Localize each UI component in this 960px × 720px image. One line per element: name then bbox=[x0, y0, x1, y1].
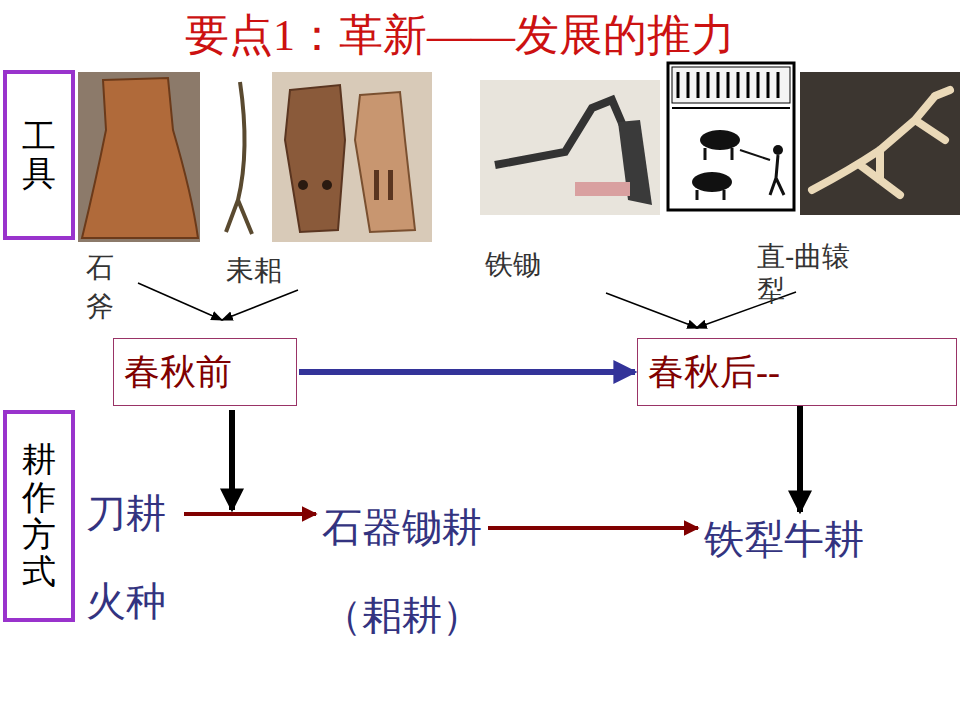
ox-legs bbox=[697, 148, 732, 200]
si-spade bbox=[285, 85, 345, 232]
era-down-arrow bbox=[229, 410, 235, 510]
era-box: 春秋前 bbox=[113, 338, 297, 406]
flow-arrow bbox=[797, 406, 803, 512]
tool-label: 铁锄 bbox=[485, 248, 541, 282]
ox-plough-picture bbox=[668, 63, 794, 210]
lei-stick bbox=[226, 82, 252, 234]
leader-arrow bbox=[222, 290, 298, 320]
picture-band bbox=[672, 67, 790, 103]
photo-ground bbox=[800, 72, 960, 215]
node-text: 工具 bbox=[22, 118, 56, 193]
era-box: 春秋后-- bbox=[637, 338, 957, 406]
ox bbox=[700, 130, 740, 150]
node-text: 刀耕 火种 bbox=[86, 470, 178, 646]
slide-title: 要点1：革新——发展的推力 bbox=[110, 6, 810, 65]
ox bbox=[692, 172, 732, 192]
method-node: 石器锄耕 （耜耕） bbox=[318, 500, 486, 644]
tool-label: 石斧 bbox=[86, 248, 114, 326]
stone-axe bbox=[82, 78, 198, 238]
leader-arrow bbox=[606, 293, 698, 328]
node-text: 铁犁牛耕 bbox=[704, 516, 864, 564]
plough-beam bbox=[740, 150, 770, 160]
photo-stamp bbox=[575, 182, 630, 196]
spade-hole bbox=[322, 180, 332, 190]
node-text: 春秋前 bbox=[124, 348, 232, 397]
iron-hoe-shaft bbox=[495, 100, 624, 165]
picture-rule bbox=[672, 107, 790, 109]
ploughman bbox=[770, 155, 784, 195]
category-box: 工具 bbox=[3, 70, 75, 240]
spade-hole bbox=[374, 170, 379, 200]
flow-arrow bbox=[488, 526, 698, 530]
ploughman bbox=[773, 145, 783, 155]
flow-arrow bbox=[299, 369, 635, 375]
photo-ground bbox=[272, 72, 432, 242]
method-node: 铁犁牛耕 bbox=[700, 512, 868, 568]
node-text: 耕作方式 bbox=[22, 441, 56, 591]
node-text: 石器锄耕 bbox=[322, 504, 482, 552]
tool-label: 耒耜 bbox=[226, 254, 282, 288]
photo-ground bbox=[480, 80, 660, 215]
spade-hole bbox=[388, 170, 393, 200]
method-node: 刀耕 火种 bbox=[82, 466, 182, 650]
node-text: 春秋后-- bbox=[648, 348, 780, 397]
category-box: 耕作方式 bbox=[3, 410, 75, 622]
si-spade bbox=[355, 92, 415, 232]
flow-arrow bbox=[184, 512, 316, 516]
spade-hole bbox=[298, 180, 308, 190]
tool-label: 直-曲辕犁 bbox=[757, 240, 869, 307]
leader-arrow bbox=[138, 283, 222, 320]
picture-pattern bbox=[678, 72, 778, 98]
photo-ground bbox=[78, 72, 200, 242]
plough-model bbox=[812, 90, 950, 195]
node-note: （耜耕） bbox=[322, 592, 482, 640]
